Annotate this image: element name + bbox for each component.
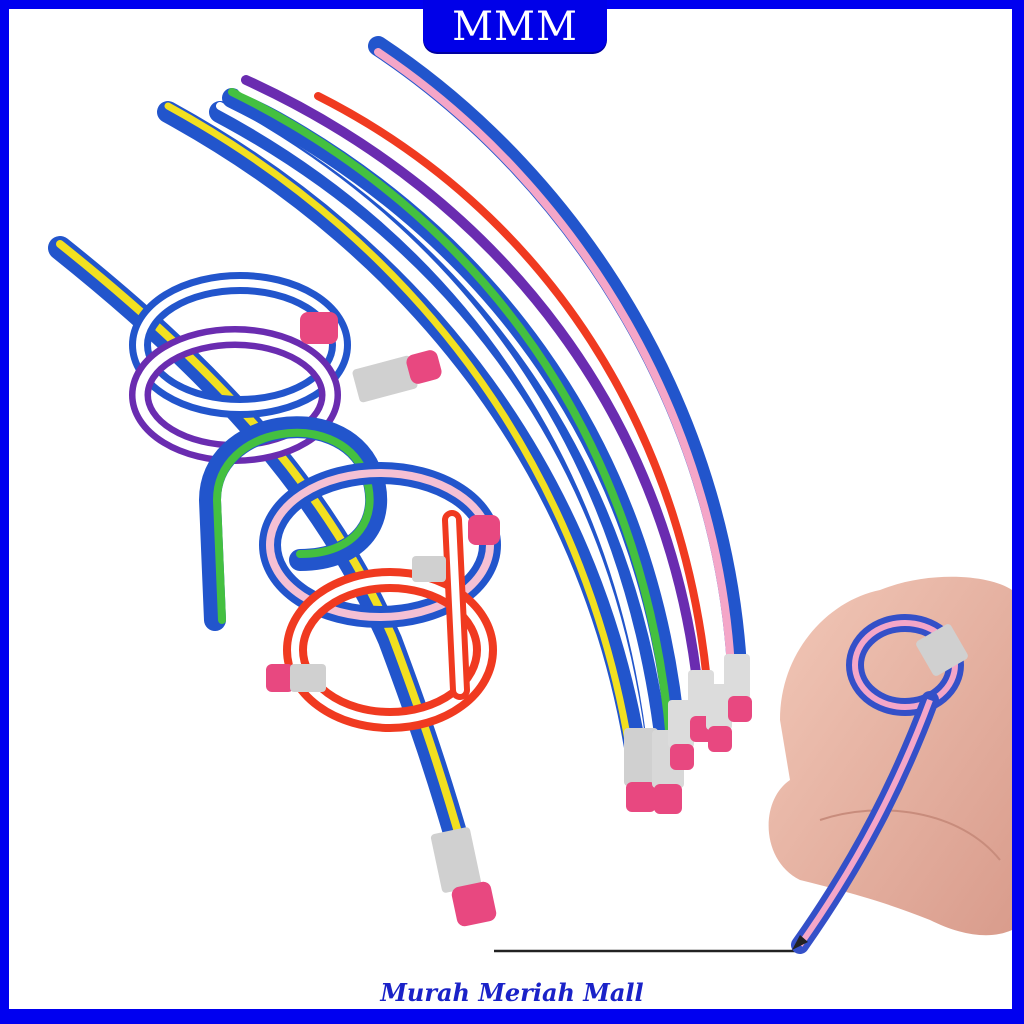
hand-holding-pencil (768, 576, 1012, 954)
brand-tagline: Murah Meriah Mall (380, 978, 644, 1007)
product-photo-frame (9, 9, 1012, 1009)
pencils-illustration (48, 36, 1012, 954)
brand-logo-text: MMM (452, 4, 578, 50)
straight-pencil-erasers (624, 654, 752, 814)
bottom-border (0, 1009, 1024, 1024)
knotted-pencil-erasers (266, 312, 500, 927)
brand-logo-tab: MMM (423, 0, 607, 52)
knotted-pencils (48, 236, 501, 862)
product-photo (9, 9, 1012, 1009)
straight-pencils (157, 36, 748, 791)
